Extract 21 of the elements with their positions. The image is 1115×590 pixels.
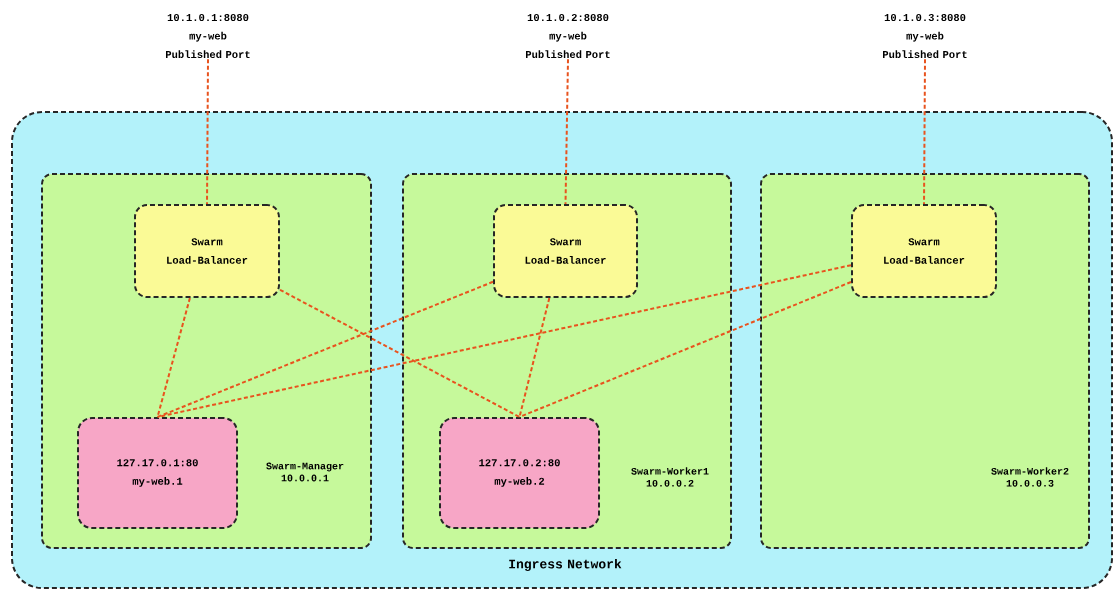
host-label: Swarm-Worker1 10.0.0.2 [631, 467, 709, 487]
connector-line [923, 58, 926, 205]
container-box: 127.17.0.1:80 my-web.1 [77, 417, 238, 529]
connector-line [206, 58, 209, 205]
connector-line [156, 297, 191, 418]
connector-line [564, 58, 569, 205]
load-balancer-box: Swarm Load-Balancer [493, 204, 638, 298]
host-label: Swarm-Worker2 10.0.0.3 [991, 467, 1069, 487]
connector-line [156, 280, 494, 418]
connector-line [518, 297, 551, 418]
container-box: 127.17.0.2:80 my-web.2 [439, 417, 600, 529]
connector-line [279, 288, 521, 418]
load-balancer-box: Swarm Load-Balancer [851, 204, 997, 298]
load-balancer-box: Swarm Load-Balancer [134, 204, 280, 298]
connector-line [156, 264, 852, 418]
port-label: 10.1.0.2:8080 my-web Published Port [526, 13, 610, 59]
host-label: Swarm-Manager 10.0.0.1 [266, 462, 344, 482]
port-label: 10.1.0.1:8080 my-web Published Port [166, 13, 250, 59]
connector-line [518, 281, 852, 418]
network-label: Ingress Network [509, 558, 622, 572]
port-label: 10.1.0.3:8080 my-web Published Port [883, 13, 967, 59]
